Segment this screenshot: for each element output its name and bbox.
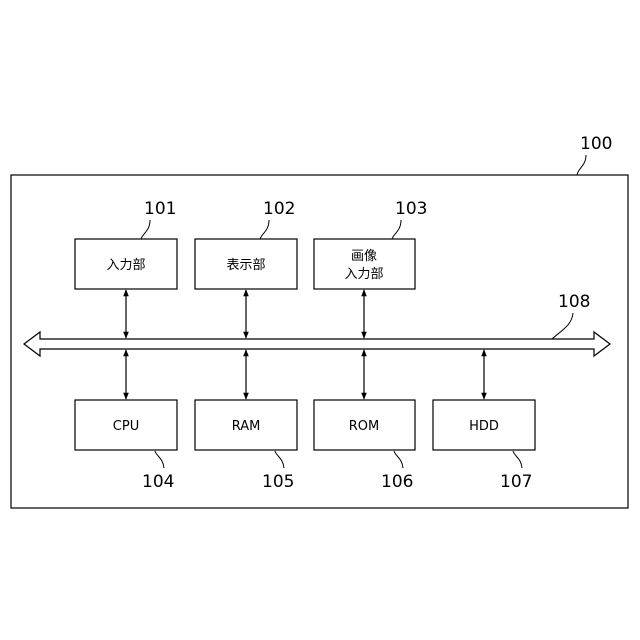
device-ref-leader xyxy=(577,155,586,175)
block-display-unit-label: 表示部 xyxy=(226,258,265,273)
block-hdd-ref: 107 xyxy=(500,472,532,492)
system-bus xyxy=(24,332,610,356)
block-ram: RAM xyxy=(195,400,297,450)
block-ram-ref: 105 xyxy=(262,472,294,492)
block-ram-ref-leader xyxy=(275,451,284,468)
block-image-input-unit-label-line2: 入力部 xyxy=(344,267,383,282)
block-image-input-unit-ref: 103 xyxy=(395,199,427,219)
block-rom-ref-leader xyxy=(394,451,403,468)
block-input-unit: 入力部 xyxy=(75,239,177,289)
block-ram-label: RAM xyxy=(232,419,261,434)
block-display-unit-ref-leader xyxy=(260,220,269,239)
block-rom: ROM xyxy=(314,400,415,450)
block-rom-label: ROM xyxy=(349,419,379,434)
block-cpu-ref-leader xyxy=(155,451,164,468)
block-cpu-label: CPU xyxy=(113,419,139,434)
block-display-unit-ref: 102 xyxy=(263,199,295,219)
block-input-unit-label: 入力部 xyxy=(106,258,145,273)
block-hdd-ref-leader xyxy=(513,451,522,468)
block-input-unit-ref-leader xyxy=(141,220,150,239)
block-display-unit: 表示部 xyxy=(195,239,297,289)
block-hdd-label: HDD xyxy=(469,419,499,434)
block-hdd: HDD xyxy=(433,400,535,450)
bus-ref-label: 108 xyxy=(558,292,590,312)
block-cpu: CPU xyxy=(75,400,177,450)
bus-ref-leader xyxy=(552,313,573,339)
device-ref-label: 100 xyxy=(580,134,612,154)
block-cpu-ref: 104 xyxy=(142,472,174,492)
block-image-input-unit: 画像 入力部 xyxy=(314,239,415,289)
block-rom-ref: 106 xyxy=(381,472,413,492)
block-input-unit-ref: 101 xyxy=(144,199,176,219)
block-image-input-unit-ref-leader xyxy=(392,220,401,239)
block-image-input-unit-label-line1: 画像 xyxy=(351,249,377,264)
